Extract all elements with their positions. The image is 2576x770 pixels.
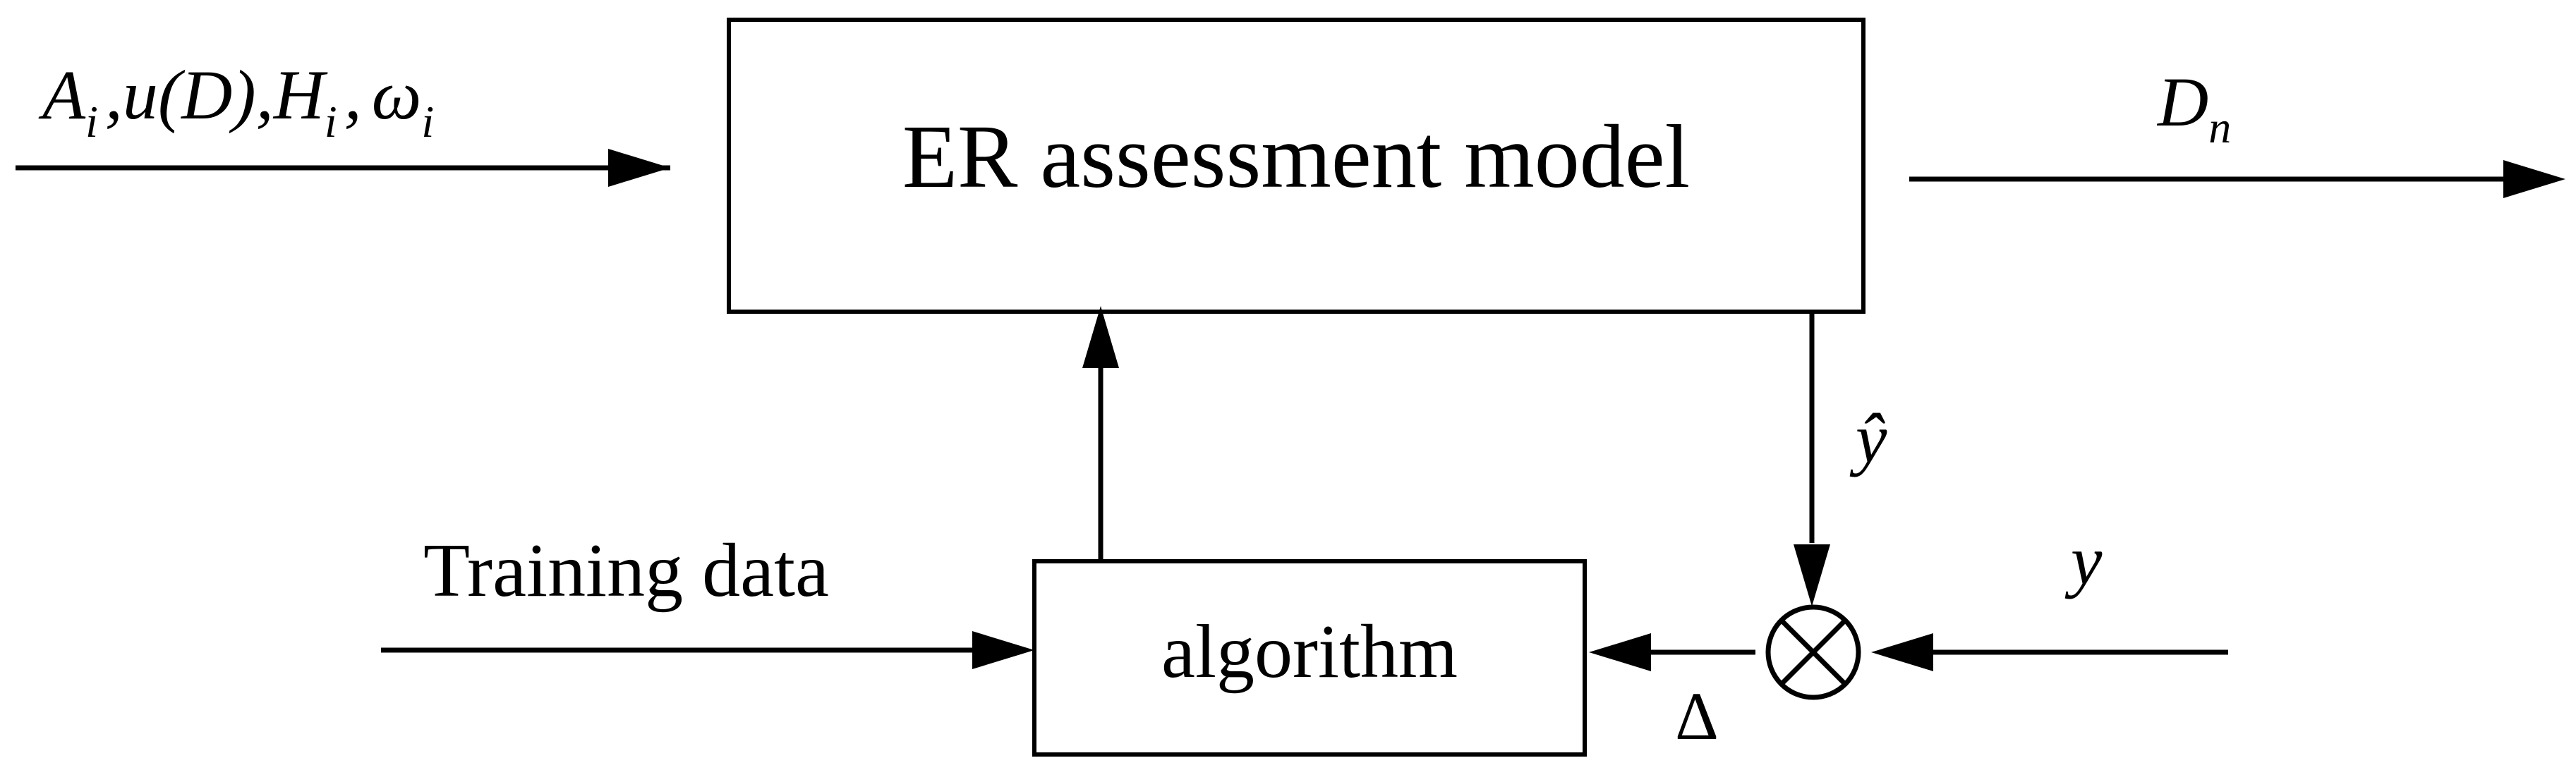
er-model-label: ER assessment model bbox=[902, 106, 1690, 207]
algorithm-label: algorithm bbox=[1161, 610, 1458, 694]
training-data-arrowhead bbox=[972, 631, 1034, 669]
comparator-junction bbox=[1765, 604, 1861, 700]
input-H-subscript: i bbox=[325, 97, 337, 147]
er-model-block bbox=[727, 18, 1866, 314]
input-omega: ω bbox=[372, 56, 422, 134]
input-A: A bbox=[38, 56, 86, 134]
input-H: H bbox=[272, 56, 328, 134]
error-arrowhead bbox=[1589, 633, 1651, 671]
model-output-arrowhead bbox=[2503, 160, 2565, 198]
model-input-label: Ai,u(D),Hi,ωi bbox=[38, 56, 434, 147]
input-omega-subscript: i bbox=[421, 97, 434, 147]
algorithm-block bbox=[1032, 559, 1587, 757]
prediction-arrowhead bbox=[1794, 544, 1830, 606]
error-label: Δ bbox=[1675, 678, 1719, 754]
input-uD: u(D), bbox=[123, 56, 274, 134]
model-input-arrowhead bbox=[608, 149, 670, 187]
input-A-subscript: i bbox=[85, 97, 98, 147]
output-D: D bbox=[2156, 63, 2208, 141]
target-input-arrowhead bbox=[1871, 633, 1933, 671]
output-D-subscript: n bbox=[2208, 102, 2231, 152]
update-arrowhead bbox=[1082, 306, 1119, 368]
prediction-label: ŷ bbox=[1849, 399, 1887, 477]
target-input-label: y bbox=[2064, 521, 2103, 599]
input-separator-1: , bbox=[105, 56, 123, 134]
training-data-label: Training data bbox=[423, 529, 829, 613]
input-separator-2: , bbox=[344, 56, 362, 134]
comparator-cross-2 bbox=[1779, 618, 1847, 686]
model-output-label: Dn bbox=[2156, 63, 2231, 152]
